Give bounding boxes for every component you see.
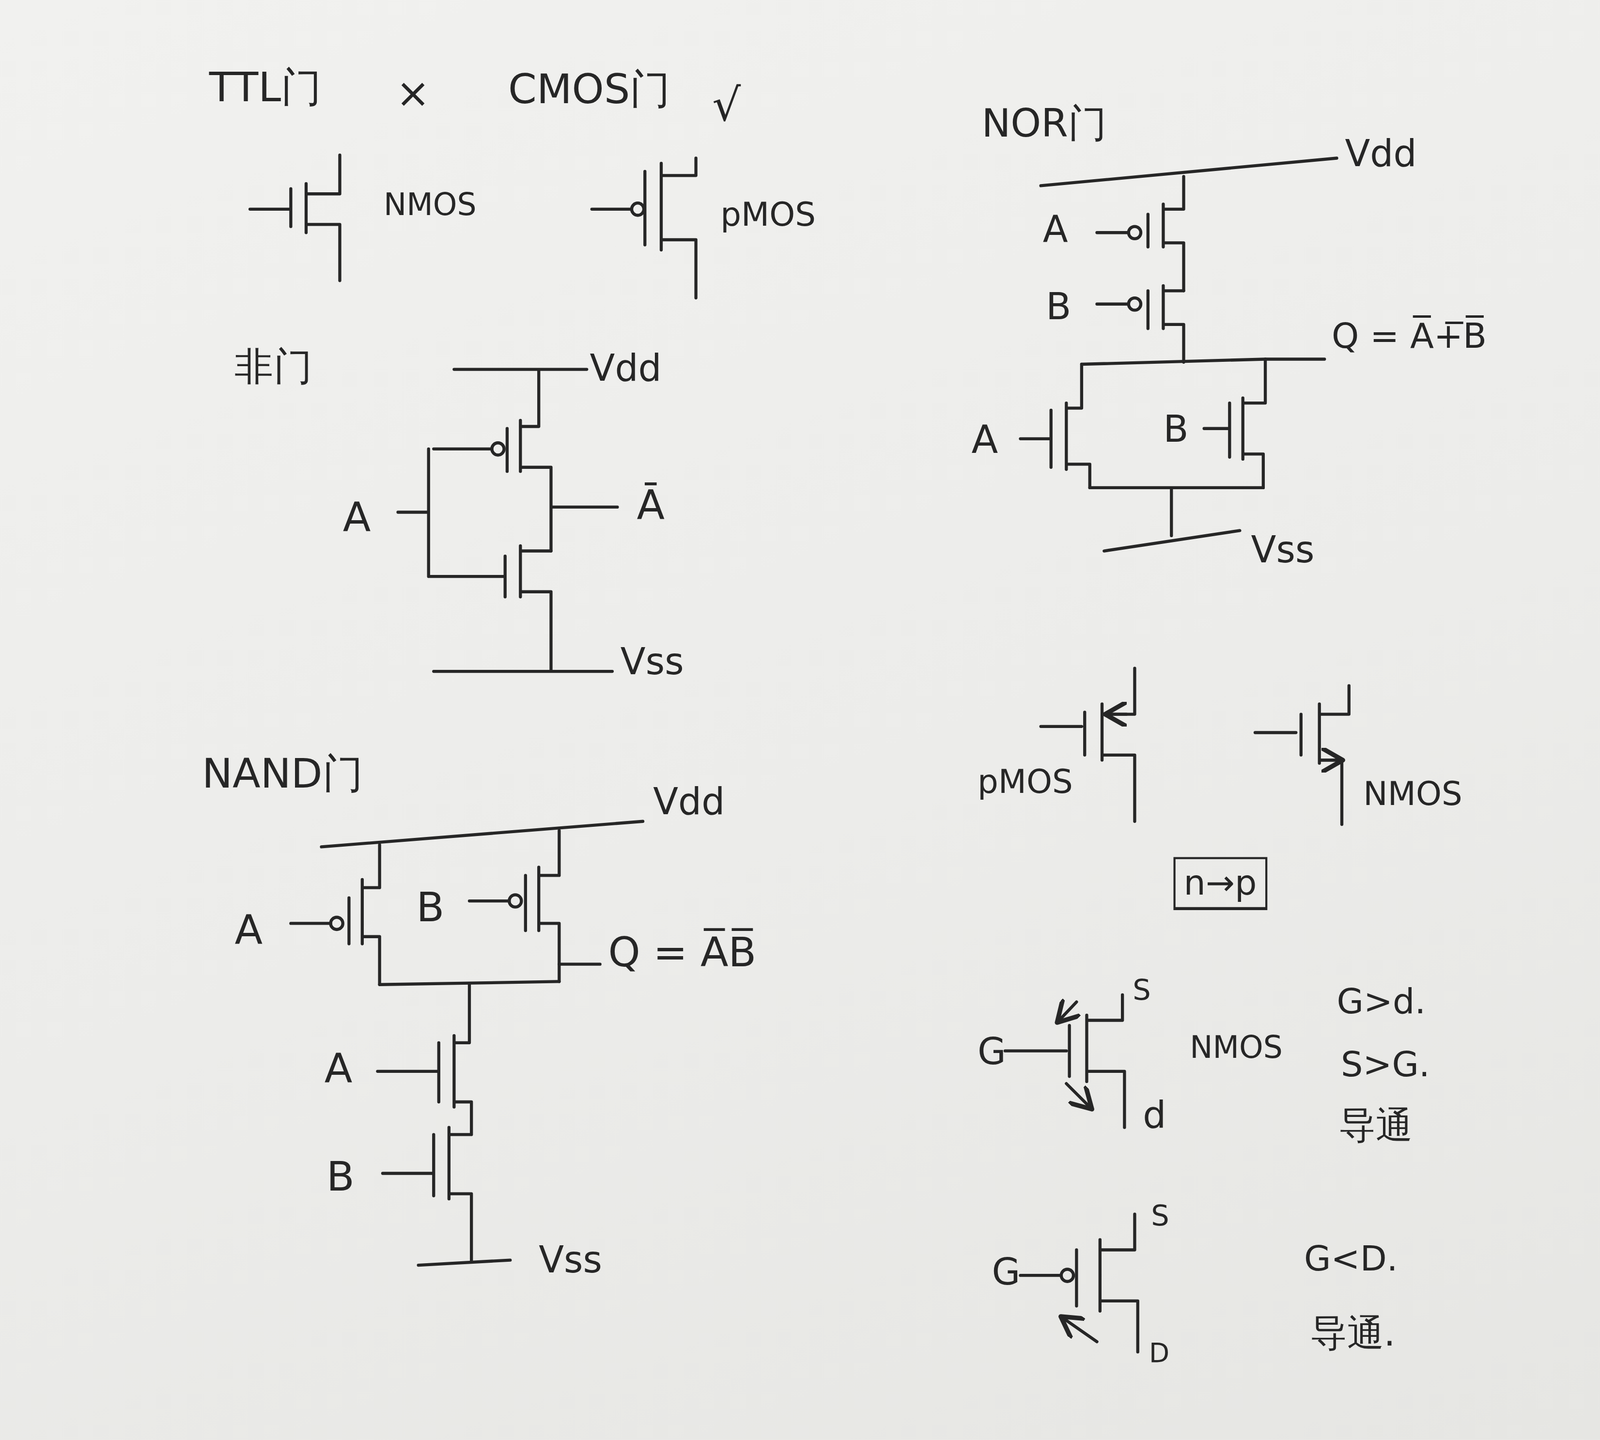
handwritten-label: A bbox=[1042, 208, 1069, 251]
handwritten-label: 非门 bbox=[234, 344, 312, 390]
handwritten-label: d bbox=[1142, 1093, 1166, 1136]
nor-circuit bbox=[1020, 158, 1337, 552]
handwritten-label: G bbox=[977, 1030, 1007, 1073]
nmos-symbol bbox=[249, 155, 340, 281]
handwritten-label: pMOS bbox=[720, 195, 816, 234]
handwritten-label: NAND门 bbox=[201, 749, 364, 797]
handwritten-label: B bbox=[326, 1152, 355, 1200]
handwritten-label: A bbox=[324, 1044, 353, 1092]
pmos-symbol bbox=[591, 158, 697, 299]
handwritten-label: A bbox=[342, 494, 372, 542]
handwritten-label: TTL门 bbox=[209, 63, 323, 111]
handwritten-label: 导通. bbox=[1310, 1312, 1396, 1355]
nmos-terminal-symbol bbox=[1005, 994, 1125, 1128]
handwritten-label: Vdd bbox=[590, 346, 662, 389]
handwritten-label: Vss bbox=[620, 640, 684, 684]
handwritten-label: G bbox=[992, 1251, 1021, 1294]
pmos-terminal-symbol bbox=[1020, 1214, 1138, 1352]
handwritten-label: S bbox=[1132, 974, 1151, 1008]
handwritten-label: S bbox=[1150, 1199, 1169, 1233]
handwritten-label: Q = A̅B̅ bbox=[607, 928, 757, 976]
handwritten-label: D bbox=[1149, 1338, 1170, 1370]
handwritten-label: Vss bbox=[1251, 528, 1315, 571]
handwritten-label: Vdd bbox=[652, 780, 725, 823]
inverter-circuit bbox=[398, 369, 618, 672]
handwritten-label: NMOS bbox=[383, 187, 477, 224]
handwritten-label: CMOS门 bbox=[508, 65, 671, 113]
handwritten-label: NMOS bbox=[1189, 1030, 1283, 1067]
handwritten-label: 导通 bbox=[1338, 1103, 1413, 1147]
handwritten-label: A bbox=[971, 418, 998, 464]
handwritten-label: S>G. bbox=[1340, 1044, 1430, 1085]
handwritten-label: B bbox=[1045, 285, 1072, 328]
handwritten-label: pMOS bbox=[977, 763, 1073, 802]
nmos-arrow-symbol bbox=[1255, 685, 1350, 825]
handwritten-label: Vdd bbox=[1344, 132, 1417, 175]
handwritten-label: G>d. bbox=[1336, 981, 1427, 1022]
handwritten-label: × bbox=[395, 69, 431, 117]
nand-circuit bbox=[290, 821, 643, 1266]
handwritten-label: NMOS bbox=[1363, 775, 1462, 814]
boxed-note: n→p bbox=[1173, 856, 1267, 911]
handwritten-label: Q = A̅+̅B̅ bbox=[1331, 316, 1487, 357]
handwritten-label: n→p bbox=[1183, 863, 1258, 903]
handwritten-label: Ā bbox=[636, 481, 665, 529]
handwritten-label: Vss bbox=[538, 1238, 603, 1281]
handwritten-label: √ bbox=[712, 79, 741, 132]
handwritten-label: B bbox=[1163, 408, 1189, 451]
handwritten-label: A bbox=[234, 906, 263, 954]
handwritten-label: B bbox=[416, 883, 445, 931]
handwritten-label: G<D. bbox=[1304, 1238, 1398, 1279]
handwritten-label: NOR门 bbox=[981, 102, 1107, 147]
